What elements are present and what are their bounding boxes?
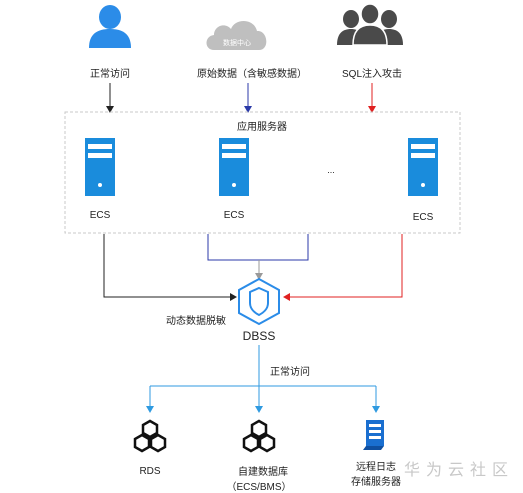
dbss-shield-icon <box>238 277 280 326</box>
database-icon <box>133 419 167 453</box>
raw-data-path-line <box>207 234 309 261</box>
ecs-label-2: ECS <box>223 210 245 221</box>
cloud-text: 数据中心 <box>223 40 251 47</box>
selfbuilt-db-label-line2: （ECS/BMS） <box>226 482 292 493</box>
server-icon <box>408 138 438 196</box>
ecs-label-3: ECS <box>412 212 434 223</box>
server-icon <box>219 138 249 196</box>
ecs-label-1: ECS <box>89 210 111 221</box>
server-icon <box>85 138 115 196</box>
raw-data-label: 原始数据（含敏感数据） <box>197 69 307 80</box>
server-ellipsis: ... <box>327 165 335 175</box>
database-icon <box>242 419 276 453</box>
masking-label: 动态数据脱敏 <box>166 316 226 327</box>
app-server-group <box>64 111 461 234</box>
log-server-icon <box>363 420 384 450</box>
attacker-group-icon <box>337 3 403 46</box>
normal-access-label: 正常访问 <box>270 367 310 378</box>
watermark-text: 华为云社区 <box>404 460 515 479</box>
cloud-icon <box>206 20 267 50</box>
selfbuilt-db-label-line1: 自建数据库 <box>238 467 288 478</box>
log-server-label-line2: 存储服务器 <box>351 477 401 488</box>
log-server-label-line1: 远程日志 <box>356 462 396 473</box>
attacker-label: SQL注入攻击 <box>341 69 403 80</box>
normal-user-label: 正常访问 <box>90 69 130 80</box>
dbss-label: DBSS <box>242 329 276 343</box>
user-icon <box>89 5 131 48</box>
server-group-title: 应用服务器 <box>237 122 287 133</box>
sql-injection-path-line <box>283 234 403 301</box>
normal-path-line <box>103 234 237 301</box>
rds-label: RDS <box>139 466 161 477</box>
